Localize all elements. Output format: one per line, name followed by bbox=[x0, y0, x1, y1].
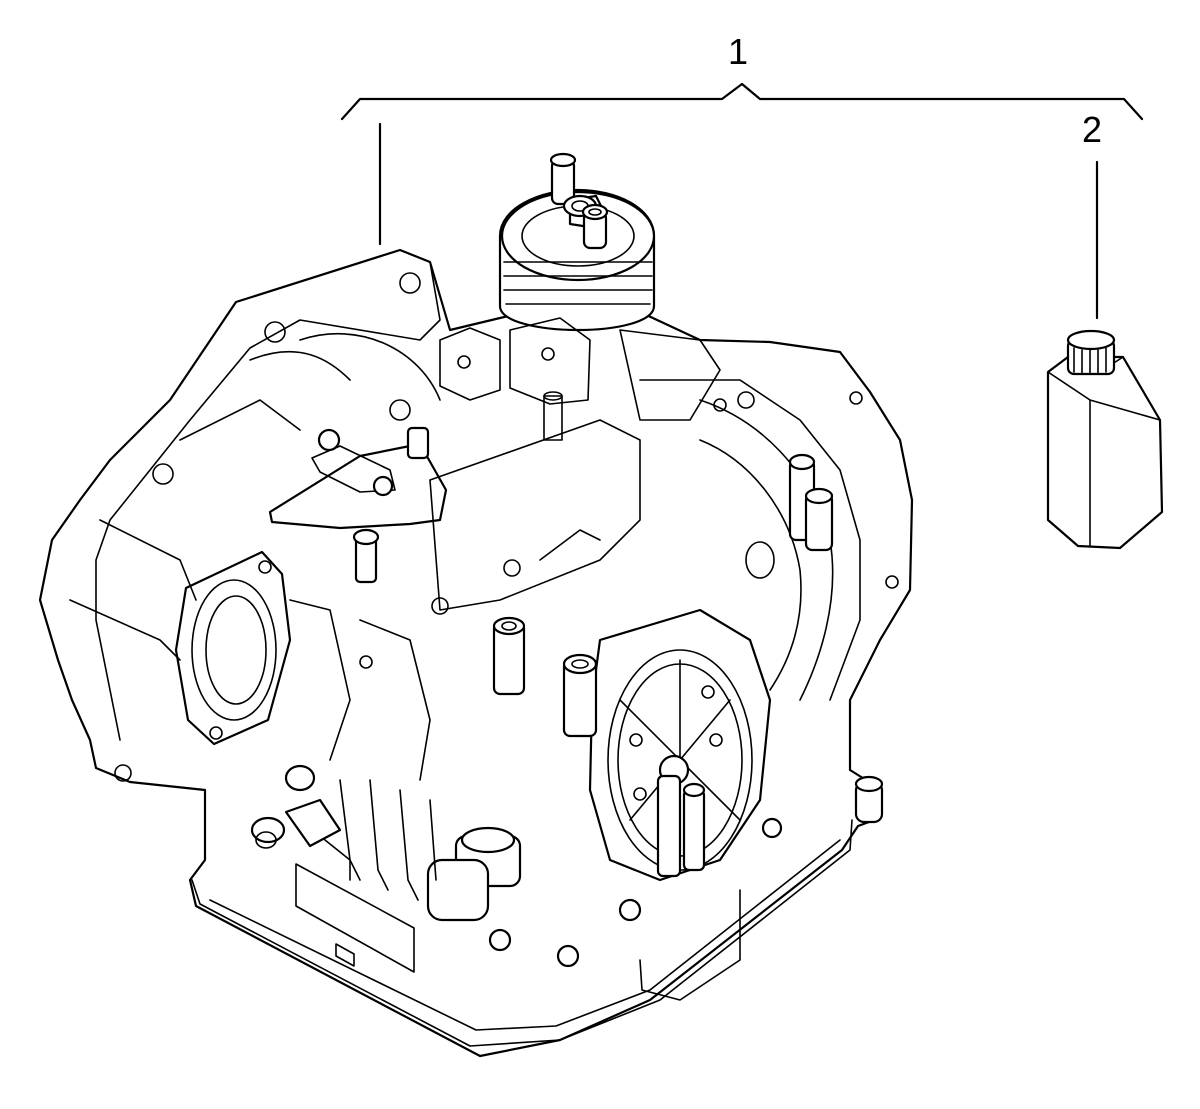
callout-1-label[interactable]: 1 bbox=[728, 31, 748, 72]
callout-2-label[interactable]: 2 bbox=[1082, 109, 1102, 150]
transmission-drawing bbox=[38, 152, 914, 1058]
callout-1-bracket bbox=[340, 82, 1144, 121]
oil-bottle-drawing bbox=[1046, 329, 1164, 550]
